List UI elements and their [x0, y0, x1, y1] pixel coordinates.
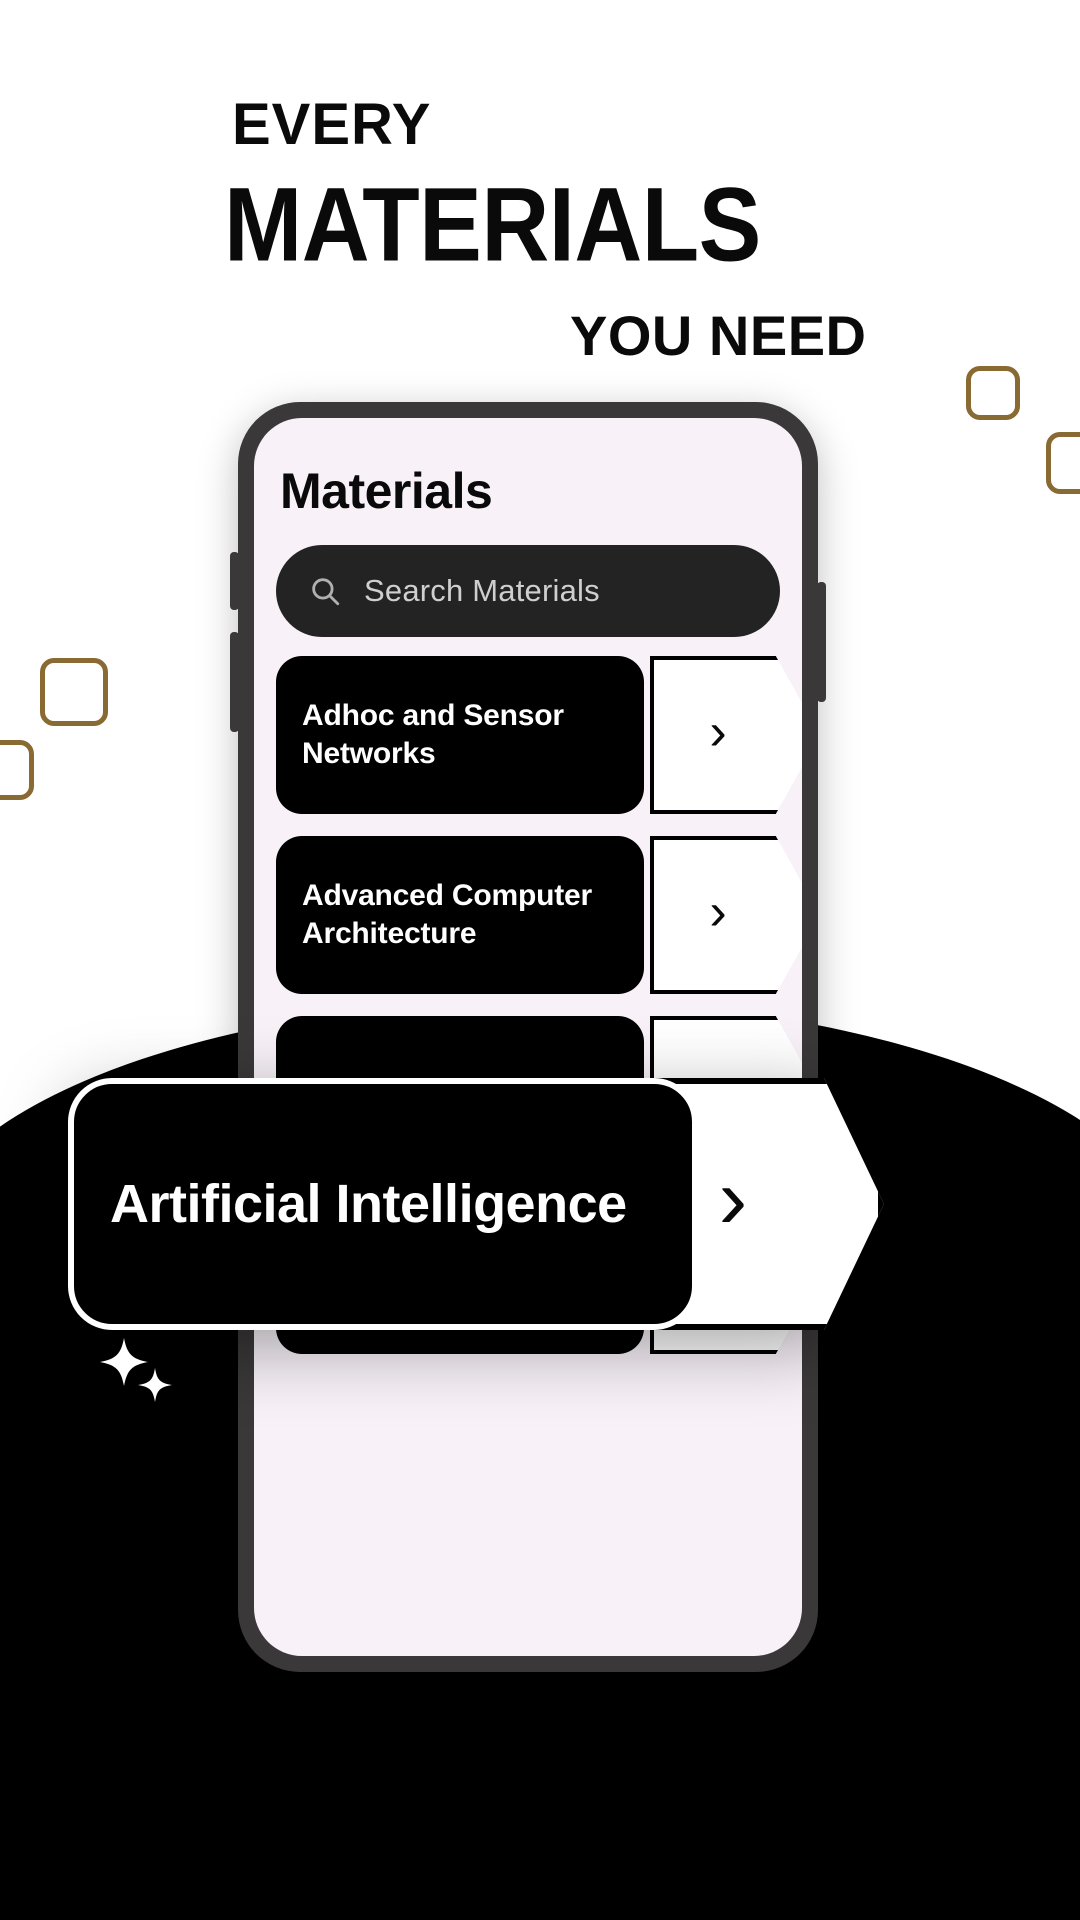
featured-item-body[interactable]: Artificial Intelligence: [68, 1078, 698, 1330]
search-placeholder-text: Search Materials: [364, 573, 600, 608]
list-item-body[interactable]: Adhoc and Sensor Networks: [276, 656, 644, 814]
headline-line-3: YOU NEED: [570, 304, 867, 367]
search-icon: [308, 574, 342, 608]
list-item[interactable]: › Advanced Computer Architecture: [276, 836, 802, 994]
chevron-right-icon: ›: [718, 1151, 748, 1247]
phone-screen: Materials Search Materials › Adhoc a: [254, 418, 802, 1656]
decorative-square: [0, 740, 34, 800]
decorative-square: [1046, 432, 1080, 494]
search-input[interactable]: Search Materials: [276, 545, 780, 637]
phone-power-button[interactable]: [817, 582, 826, 702]
phone-volume-up-button[interactable]: [230, 552, 239, 610]
featured-item-label: Artificial Intelligence: [110, 1174, 627, 1234]
decorative-square: [40, 658, 108, 726]
list-item-body[interactable]: Advanced Computer Architecture: [276, 836, 644, 994]
phone-volume-down-button[interactable]: [230, 632, 239, 732]
decorative-square: [966, 366, 1020, 420]
list-item-arrow-tail[interactable]: ›: [650, 836, 802, 994]
list-item-arrow-tail[interactable]: ›: [650, 656, 802, 814]
list-item[interactable]: › Adhoc and Sensor Networks: [276, 656, 802, 814]
featured-list-item[interactable]: › Artificial Intelligence: [68, 1078, 884, 1330]
phone-mockup: Materials Search Materials › Adhoc a: [230, 402, 826, 1672]
page-title: Materials: [280, 463, 493, 519]
chevron-right-icon: ›: [709, 703, 727, 761]
list-item-label: Advanced Computer Architecture: [302, 878, 592, 950]
headline-line-2: MATERIALS: [224, 165, 761, 283]
list-item-label: Adhoc and Sensor Networks: [302, 698, 564, 770]
headline-line-1: EVERY: [232, 92, 432, 157]
chevron-right-icon: ›: [709, 883, 727, 941]
